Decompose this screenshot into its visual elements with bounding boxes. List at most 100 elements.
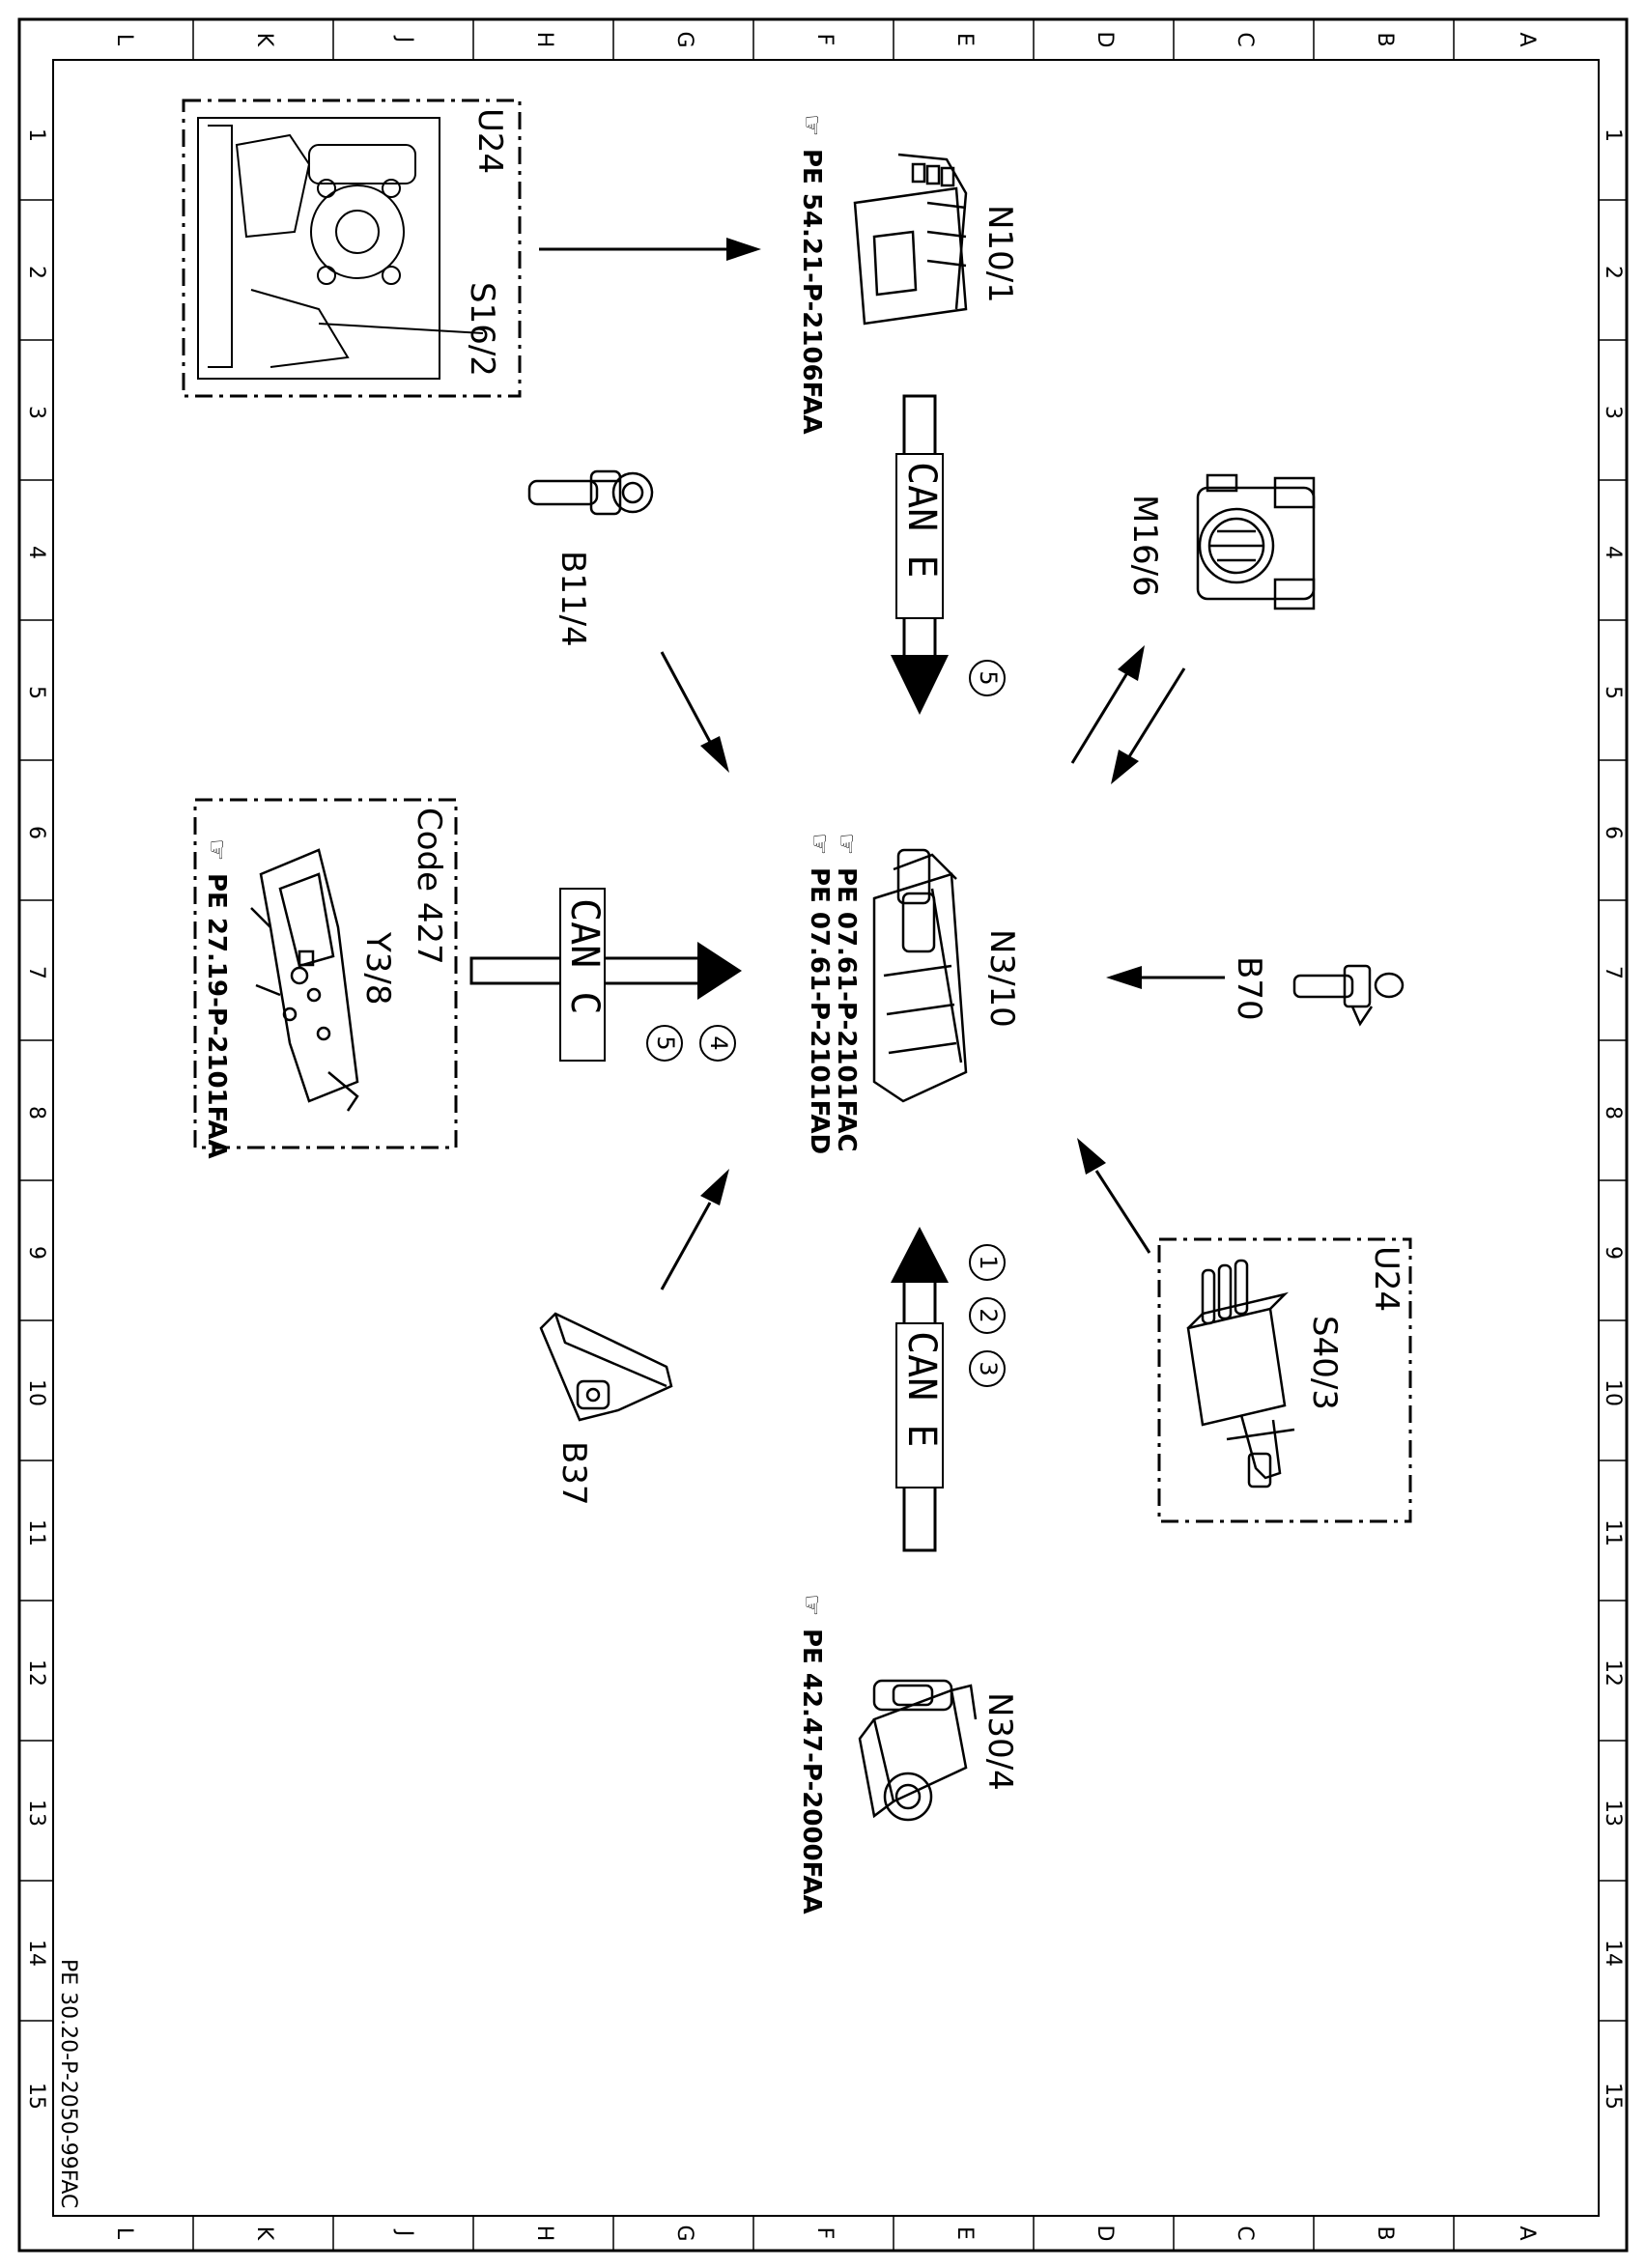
grid-numbers-left: 1 2 3 4 5 6 7 8 9 10 11 12 13 14 15 [24,128,48,2110]
can-c-label: CAN C [562,898,607,1014]
dashed-group-outline [182,99,522,398]
grid-number: 14 [1601,1940,1625,1967]
grid-number: 14 [24,1940,48,1967]
grid-number: 12 [1601,1659,1625,1687]
can-c-bus: CAN C 4 5 [469,888,742,1062]
grid-letter: D [1093,32,1117,48]
grid-number: 1 [24,128,48,142]
n30-4-label: N30/4 [980,1692,1019,1791]
hand-pointer-icon: ☞ [832,833,861,855]
grid-number: 1 [1601,128,1625,142]
svg-text:5: 5 [975,670,1002,685]
grid-letter: F [812,2227,837,2240]
grid-number: 9 [1601,1246,1625,1260]
svg-text:4: 4 [705,1035,732,1050]
can-e-top-bus: CAN E 5 [891,394,1006,715]
grid-number: 15 [24,2083,48,2110]
grid-number: 5 [1601,686,1625,699]
document-id: PE 30.20-P-2050-99FAC [56,1959,80,2208]
marker-4-left: 4 [699,1025,736,1062]
temperature-sensor-icon [527,469,654,516]
can-e-bottom-label: CAN E [899,1331,944,1447]
svg-text:2: 2 [975,1308,1002,1322]
grid-number: 7 [1601,966,1625,979]
y3-8-box: Code 427 Y3/8 ☞ PE 27.19-P-2101FAA [193,798,458,1159]
n30-4-component: N30/4 ☞ PE 42.47-P-2000FAA [797,1594,1019,1914]
grid-number: 12 [24,1659,48,1687]
marker-3: 3 [969,1350,1006,1387]
grid-letter: K [252,33,276,47]
b70-label: B70 [1230,956,1268,1021]
arrow-b37-to-n3-10 [660,1169,729,1290]
switch-icon [1186,1259,1295,1488]
grid-number: 13 [24,1800,48,1827]
bus-label-box [895,453,944,619]
b37-label: B37 [554,1441,593,1506]
grid-letter: L [112,2227,136,2240]
b37-component: B37 [539,1312,673,1506]
accelerator-pedal-icon [539,1312,673,1422]
grid-number: 3 [1601,406,1625,419]
grid-letter: L [112,34,136,46]
hand-pointer-icon: ☞ [797,1594,826,1616]
grid-number: 15 [1601,2083,1625,2110]
grid-number: 9 [24,1246,48,1260]
arrow-m16-6-to-n3-10 [1111,667,1186,784]
valve-body-icon [250,848,359,1112]
marker-1: 1 [969,1244,1006,1281]
grid-number: 6 [24,826,48,839]
svg-text:1: 1 [975,1255,1002,1269]
grid-letter: E [952,2226,977,2240]
dashed-group-outline [1157,1237,1412,1523]
abs-unit-icon [858,1679,978,1822]
grid-letter: G [672,2225,696,2241]
can-e-bottom-bus: CAN E 1 2 3 [891,1227,1006,1552]
photo-frame [197,117,440,380]
hand-pointer-icon: ☞ [797,114,826,136]
svg-text:5: 5 [652,1035,679,1050]
m16-6-component: M16/6 [1125,473,1316,610]
n3-10-doc-ref-1: PE 07.61-P-2101FAC [832,867,861,1152]
n30-4-doc-ref: PE 42.47-P-2000FAA [797,1629,826,1914]
b11-4-component: B11/4 [527,469,654,647]
grid-number: 8 [1601,1106,1625,1120]
grid-letter: H [532,32,556,48]
grid-letter: H [532,2225,556,2242]
marker-5-top: 5 [969,660,1006,696]
grid-letter: C [1233,32,1257,46]
grid-letters-bottom: L K J H G F E D C B A [112,2225,1539,2241]
grid-number: 7 [24,966,48,979]
n3-10-label: N3/10 [982,929,1021,1028]
bus-label-box [895,1322,944,1488]
u24-s16-2-box: U24 S16/2 [182,99,522,398]
arrow-b11-4-to-n3-10 [660,651,729,773]
n3-10-component: N3/10 ☞ PE 07.61-P-2101FAC ☞ PE 07.61-P-… [805,833,1021,1154]
n10-1-component: N10/1 ☞ PE 54.21-P-2106FAA [797,114,1019,435]
bus-label-box [559,888,606,1062]
grid-letter: F [812,34,837,46]
grid-letter: J [392,35,416,43]
b70-component: B70 [1230,956,1405,1027]
b11-4-label: B11/4 [553,551,592,647]
module-connector-icon [853,153,968,326]
marker-2: 2 [969,1297,1006,1334]
u24-group-label: U24 [1367,1246,1405,1312]
throttle-valve-icon [1196,473,1316,610]
arrow-s40-3-to-n3-10 [1077,1138,1151,1254]
arrow-b70-to-n3-10 [1106,966,1225,989]
m16-6-label: M16/6 [1125,495,1164,597]
n10-1-doc-ref: PE 54.21-P-2106FAA [797,149,826,435]
grid-number: 11 [1601,1519,1625,1546]
grid-number: 11 [24,1519,48,1546]
grid-number: 2 [24,266,48,279]
switch-photo-icon [208,125,484,368]
can-e-top-label: CAN E [899,462,944,578]
grid-number: 3 [24,406,48,419]
grid-number: 2 [1601,266,1625,279]
grid-letter: B [1373,32,1397,46]
marker-5-left: 5 [646,1025,683,1062]
dashed-group-outline [193,798,458,1149]
grid-letter: G [672,31,696,47]
grid-numbers-right: 1 2 3 4 5 6 7 8 9 10 11 12 13 14 15 [1601,128,1625,2110]
grid-letter: K [252,2226,276,2241]
